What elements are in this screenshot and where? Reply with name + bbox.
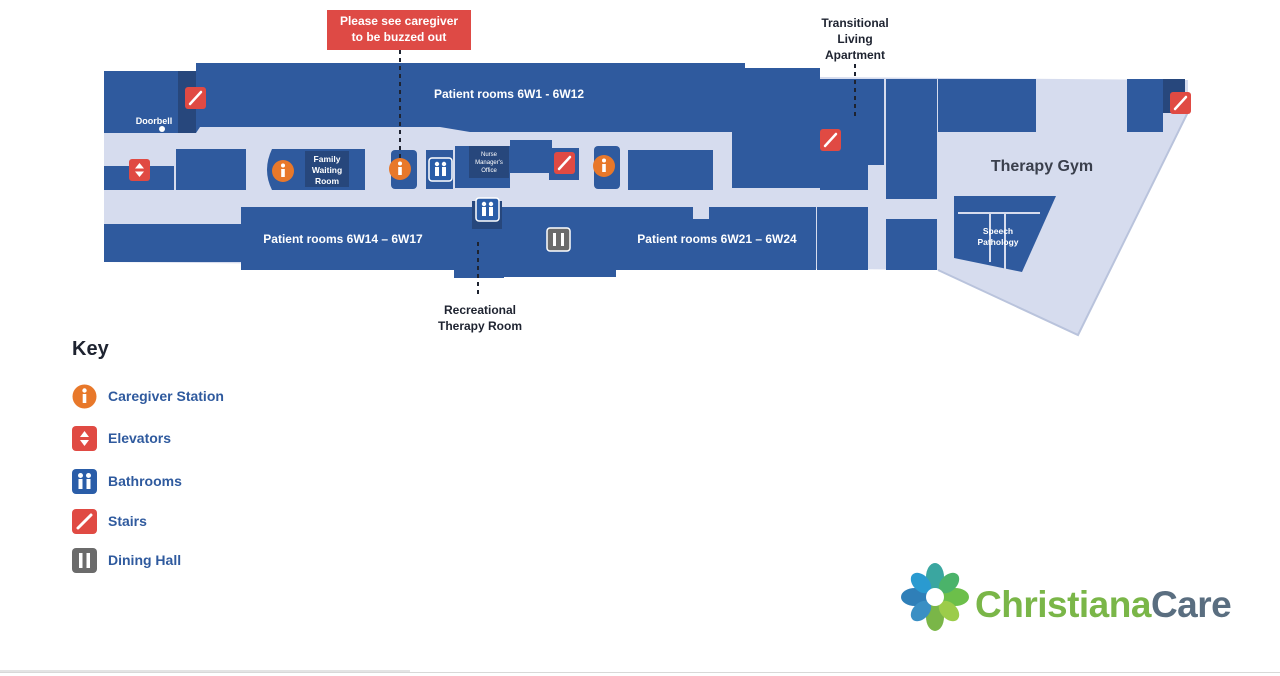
info-circle-icon [72, 384, 97, 409]
christianacare-logo: ChristianaCare [900, 560, 1245, 634]
label-speech-pathology-2: Pathology [977, 237, 1018, 247]
key-label-caregiver-station: Caregiver Station [108, 388, 224, 404]
stairs-icon [820, 129, 841, 151]
key-label-elevators: Elevators [108, 430, 172, 446]
dining-icon [546, 227, 571, 252]
room-block-top-middle [732, 68, 820, 188]
room-patient-rooms-bottom-right [616, 207, 816, 270]
label-nurse-manager-2: Manager's [475, 160, 503, 166]
label-patient-rooms-bottom-right: Patient rooms 6W21 – 6W24 [637, 232, 797, 246]
therapy-gym-outline [937, 111, 1189, 337]
dining-icon [72, 547, 97, 573]
bottom-divider [0, 672, 1280, 673]
label-transitional-2: Living [837, 32, 872, 46]
room-patient-rooms-top [196, 63, 745, 133]
elevator-icon [72, 425, 97, 451]
label-transitional-3: Apartment [825, 48, 885, 62]
restroom-icon [428, 157, 453, 182]
restroom-icon [475, 197, 500, 222]
logo-text-care: Care [1150, 584, 1232, 625]
room-block-far-right [1127, 79, 1163, 132]
room-block-628 [628, 150, 713, 190]
key-item-stairs: Stairs [72, 508, 147, 534]
key-label-bathrooms: Bathrooms [108, 473, 182, 489]
key-label-stairs: Stairs [108, 513, 147, 529]
label-nurse-manager-3: Office [481, 168, 497, 174]
label-patient-rooms-top: Patient rooms 6W1 - 6W12 [434, 87, 584, 101]
label-family-waiting-2: Waiting [312, 165, 342, 175]
label-family-waiting-3: Room [315, 176, 340, 186]
label-doorbell: Doorbell [136, 116, 173, 126]
room-block-doorbell [104, 71, 179, 133]
room-block-938 [938, 79, 1036, 132]
callout-buzz-line1: Please see caregiver [340, 14, 458, 28]
key-item-dining-hall: Dining Hall [72, 547, 181, 573]
info-circle-icon [593, 155, 615, 177]
bottom-tab-strip [0, 670, 410, 672]
stairs-icon [72, 508, 97, 534]
room-block-886-bottom [886, 219, 937, 270]
logo-text-christiana: Christiana [975, 584, 1151, 625]
room-patient-rooms-bottom-left [241, 207, 456, 270]
key-item-elevators: Elevators [72, 425, 171, 451]
room-block-bottom-left [104, 224, 242, 262]
label-transitional-1: Transitional [821, 16, 888, 30]
label-patient-rooms-bottom-left: Patient rooms 6W14 – 6W17 [263, 232, 423, 246]
key-item-caregiver-station: Caregiver Station [72, 383, 224, 409]
key-item-bathrooms: Bathrooms [72, 468, 182, 494]
doorbell-dot [159, 126, 165, 132]
stairs-icon [185, 87, 206, 109]
room-block-510 [510, 140, 552, 173]
key-label-dining-hall: Dining Hall [108, 552, 182, 568]
room-transitional-living-right [868, 79, 884, 165]
room-family-waiting-label-box [305, 151, 349, 187]
stairs-icon [1170, 92, 1191, 114]
logo-star-icon [901, 563, 969, 631]
key-title: Key [72, 338, 109, 360]
info-circle-icon [389, 158, 411, 180]
label-nurse-manager-1: Nurse [481, 152, 498, 158]
label-recreational-1: Recreational [444, 303, 516, 317]
map-key: Key Caregiver Station Elevators Bathroom… [72, 338, 224, 573]
label-therapy-gym: Therapy Gym [991, 158, 1093, 175]
floor-plan-svg: Please see caregiver to be buzzed out Tr… [104, 10, 1191, 337]
label-family-waiting-1: Family [314, 154, 341, 164]
room-block-886 [886, 79, 937, 141]
callout-buzz-line2: to be buzzed out [352, 30, 447, 44]
room-block-842 [842, 134, 867, 190]
callout-buzz-box [327, 10, 471, 50]
label-speech-pathology-1: Speech [983, 226, 1013, 236]
room-block-176 [176, 149, 246, 190]
info-circle-icon [272, 160, 294, 182]
logo-wordmark: ChristianaCare [975, 584, 1232, 626]
room-speech-pathology-inner [958, 212, 1040, 270]
restroom-icon [72, 468, 97, 494]
stairs-icon [554, 152, 575, 174]
room-block-817 [817, 207, 868, 270]
elevator-icon [129, 159, 150, 181]
room-nurse-manager [469, 146, 509, 178]
room-block-886-lower [886, 141, 937, 199]
label-recreational-2: Therapy Room [438, 319, 522, 333]
